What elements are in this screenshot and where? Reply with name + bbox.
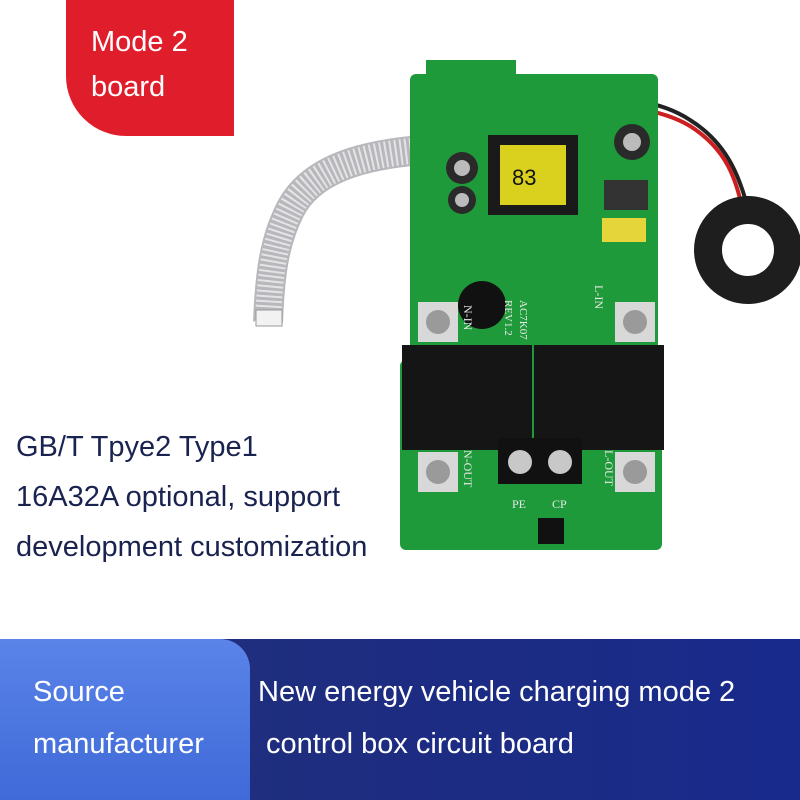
board-marking-l-in: L-IN <box>592 285 606 309</box>
board-marking-n-out: N-OUT <box>461 450 475 488</box>
footer-main-line-2: control box circuit board <box>266 728 574 760</box>
footer-tab-line-2: manufacturer <box>33 728 204 760</box>
footer-tab-line-1: Source <box>33 676 125 708</box>
mode-badge: Mode 2 board <box>66 0 234 136</box>
relay-left <box>402 345 532 450</box>
svg-text:83: 83 <box>512 165 536 190</box>
footer-source-label: Source manufacturer <box>33 666 204 770</box>
board-marking-cp: CP <box>552 497 567 511</box>
spec-text: GB/T Tpye2 Type1 16A32A optional, suppor… <box>16 422 426 572</box>
relay-right <box>534 345 664 450</box>
footer-source-tab <box>0 639 250 800</box>
footer-product-title: New energy vehicle charging mode 2 contr… <box>258 666 735 770</box>
footer-main-line-1: New energy vehicle charging mode 2 <box>258 676 736 708</box>
badge-line-2: board <box>91 71 166 103</box>
spec-line-current: 16A32A optional, support <box>16 481 341 513</box>
current-sensor-ring <box>694 196 800 304</box>
circuit-board-photo: 83 AC7K07 REV1.2 L-IN N-IN N-OUT L-OUT P… <box>253 60 800 550</box>
ribbon-cable <box>253 135 424 327</box>
badge-line-1: Mode 2 <box>91 26 188 58</box>
board-marking-rev: REV1.2 <box>502 300 514 336</box>
spec-line-standards: GB/T Tpye2 Type1 <box>16 431 258 463</box>
board-marking-l-out: L-OUT <box>602 450 616 487</box>
board-marking-pe: PE <box>512 497 526 511</box>
spec-line-customization: development customization <box>16 531 368 563</box>
board-marking-model: AC7K07 <box>517 300 529 340</box>
board-marking-n-in: N-IN <box>461 305 475 331</box>
